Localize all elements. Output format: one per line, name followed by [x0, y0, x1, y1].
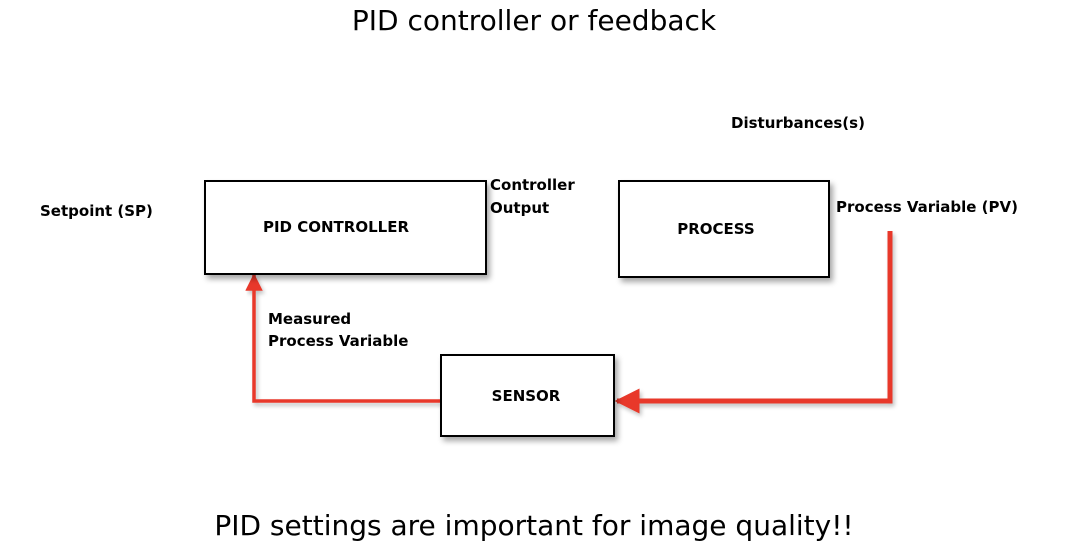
process-variable-label: Process Variable (PV) [836, 198, 1018, 216]
process-label: PROCESS [677, 220, 754, 238]
page-title: PID controller or feedback [351, 4, 717, 37]
footer-note: PID settings are important for image qua… [214, 509, 854, 542]
sensor-box [440, 354, 615, 437]
pid-controller-label: PID CONTROLLER [263, 218, 409, 236]
measured-feedback-path [245, 273, 441, 403]
feedback-to-sensor-path [614, 231, 893, 414]
process-box [618, 180, 830, 278]
controller-output-label-line1: Controller [490, 176, 575, 194]
controller-output-label-line2: Output [490, 199, 549, 217]
pid-controller-box [204, 180, 487, 275]
setpoint-label: Setpoint (SP) [40, 202, 153, 220]
measured-label-line2: Process Variable [268, 332, 408, 350]
measured-label-line1: Measured [268, 310, 351, 328]
disturbances-label: Disturbances(s) [731, 114, 865, 132]
sensor-label: SENSOR [492, 387, 561, 405]
